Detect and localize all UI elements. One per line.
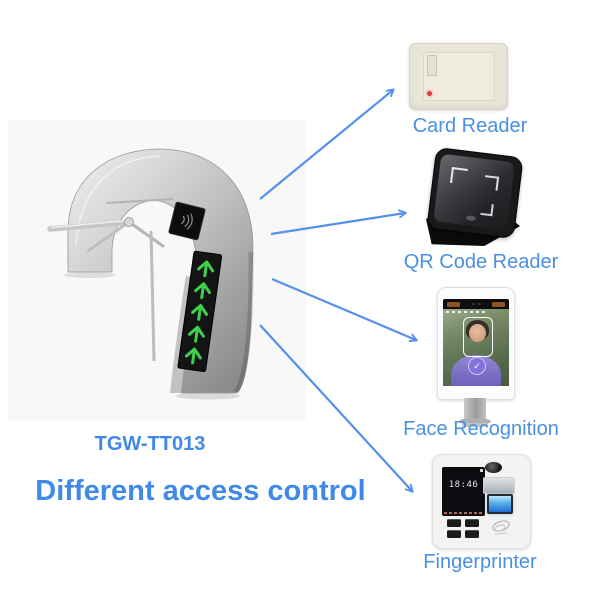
arch-edge-shading (233, 251, 254, 394)
camera-dot-2 (478, 302, 481, 305)
mounting-pole (464, 398, 486, 421)
person-face (469, 324, 486, 342)
model-number: TGW-TT013 (94, 433, 206, 455)
led-green-arrows (184, 260, 215, 365)
screen-bottom-text-row (444, 512, 482, 514)
card-reader-slot (427, 55, 437, 76)
face-detect-frame (463, 317, 493, 357)
screen-corner-icon (480, 469, 483, 472)
tripod-arm-lower (86, 220, 131, 253)
fingerprinter-camera (485, 462, 502, 473)
scan-frame-corner-br (480, 202, 494, 217)
brand-logo-icon (492, 520, 510, 535)
pole-flange-cap (462, 423, 488, 427)
ir-illuminator-left (447, 301, 460, 307)
face-terminal-tablet: ✓ (437, 287, 515, 400)
rfid-reader-panel (168, 201, 206, 241)
fingerprint-scanner (487, 494, 513, 514)
fingerprinter-label: Fingerprinter (423, 551, 537, 573)
arrow-to-qr-code-reader (270, 209, 407, 236)
arrow-to-card-reader (259, 88, 395, 200)
keypad-button-2 (465, 519, 479, 527)
qr-reader-body (426, 146, 524, 240)
face-recognition-image: ✓ (437, 287, 515, 427)
right-foot-shadow (176, 392, 240, 400)
qr-reader-glass (433, 153, 515, 231)
led-arrow-strip (177, 250, 223, 373)
face-terminal-topbar (443, 299, 509, 309)
tripod-hub (124, 217, 134, 227)
screen-status-bar (446, 311, 486, 313)
arrow-to-face-recognition (271, 277, 418, 342)
tripod-arm-main (47, 219, 132, 232)
rfid-wave-icon (180, 213, 193, 230)
fingerprinter-image: 18:46 (432, 454, 531, 549)
fingerprinter-screen: 18:46 (442, 467, 485, 516)
qr-code-reader-label: QR Code Reader (403, 251, 559, 273)
left-foot-shadow (64, 272, 116, 278)
fingerprint-module-cover (483, 477, 515, 494)
keypad-button-3 (447, 530, 461, 538)
turnstile-graphic (47, 148, 254, 400)
tripod-post (149, 230, 156, 362)
tripod-top-rod (105, 198, 174, 204)
keypad-button-1 (447, 519, 461, 527)
card-reader-led (427, 91, 432, 96)
fingerprinter-clock: 18:46 (448, 480, 479, 490)
tripod-arm-rear (127, 220, 165, 248)
card-reader-panel (423, 52, 495, 101)
qr-code-reader-image (424, 146, 524, 248)
pole-flange (459, 418, 491, 425)
face-recognition-label: Face Recognition (403, 418, 559, 440)
scan-frame-corner-tl (450, 167, 468, 185)
ir-illuminator-right (492, 301, 505, 307)
page-title: Different access control (35, 475, 366, 507)
scan-frame-corner-tr (483, 175, 500, 191)
tripod-arm-highlight (51, 219, 128, 229)
card-reader-label: Card Reader (412, 115, 528, 137)
camera-dot (472, 302, 475, 305)
arrow-to-fingerprinter (259, 324, 414, 493)
face-terminal-screen: ✓ (443, 309, 509, 386)
verified-check-badge: ✓ (468, 357, 486, 375)
card-reader-image (409, 43, 508, 110)
keypad-button-4 (465, 530, 479, 538)
